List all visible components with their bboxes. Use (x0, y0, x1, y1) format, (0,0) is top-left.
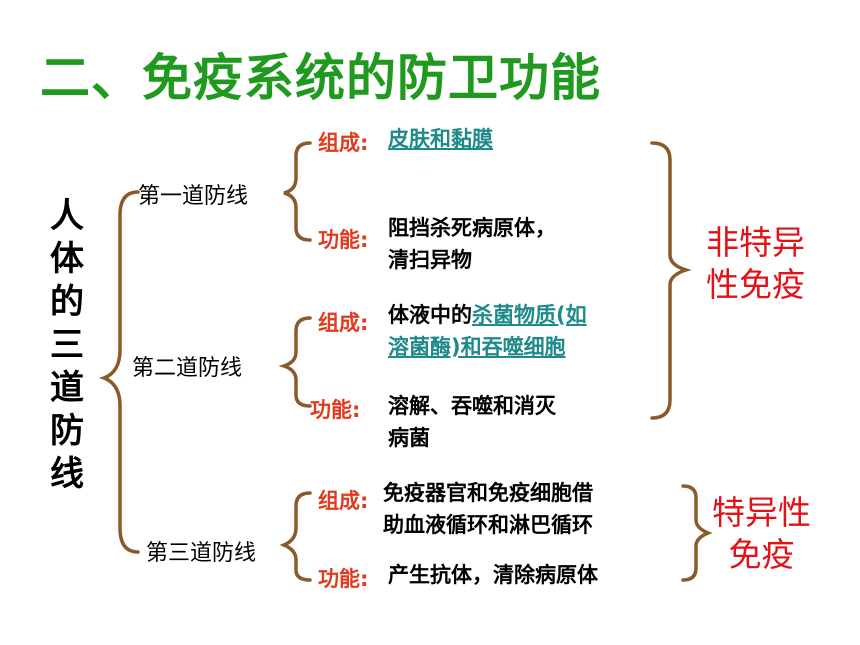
line-3-function-label: 功能: (318, 567, 369, 591)
line-2-name: 第二道防线 (132, 356, 243, 381)
line-3-name: 第三道防线 (146, 541, 257, 566)
nonspecific-immunity-label: 非特异 性免疫 (706, 222, 805, 306)
line-2-composition-plain: 体液中的 (388, 303, 472, 327)
line-2-function-label: 功能: (310, 398, 361, 422)
line-2-function-text-1: 溶解、吞噬和消灭 (388, 394, 556, 418)
defense-lines-vertical-label: 人 体 的 三 道 防 线 (47, 195, 87, 496)
main-brace (99, 190, 140, 554)
line-2-composition-link-1[interactable]: 杀菌物质(如 (472, 303, 587, 327)
line-2-composition-text-1: 体液中的杀菌物质(如 (388, 300, 587, 331)
line-2-function-text-2: 病菌 (388, 426, 430, 450)
vertical-char: 道 (50, 368, 84, 408)
vertical-char: 人 (50, 196, 84, 236)
line3-brace (279, 491, 312, 582)
nonspecific-line-2: 性免疫 (706, 265, 805, 304)
vertical-char: 线 (50, 454, 84, 494)
line-1-composition-label: 组成: (318, 131, 369, 155)
line-3-function-text-1: 产生抗体，清除病原体 (388, 563, 598, 587)
vertical-char: 体 (50, 239, 84, 279)
line-3-composition-text-1: 免疫器官和免疫细胞借 (383, 481, 593, 505)
line2-brace (278, 316, 312, 408)
line-1-composition-text[interactable]: 皮肤和黏膜 (388, 127, 493, 151)
line-2-composition-link-2[interactable]: 溶菌酶)和吞噬细胞 (388, 335, 566, 359)
specific-line-1: 特异性 (712, 493, 811, 532)
nonspecific-brace (650, 141, 692, 420)
line-1-function-label: 功能: (318, 228, 369, 252)
line1-brace (283, 141, 312, 242)
line-1-name: 第一道防线 (138, 184, 249, 209)
page-title: 二、免疫系统的防卫功能 (40, 49, 601, 107)
vertical-char: 三 (50, 325, 84, 365)
vertical-char: 的 (50, 282, 84, 322)
specific-immunity-label: 特异性 免疫 (712, 492, 811, 576)
line-2-composition-label: 组成: (318, 311, 369, 335)
nonspecific-line-1: 非特异 (706, 223, 805, 262)
specific-brace (681, 484, 713, 582)
line-1-function-text-1: 阻挡杀死病原体， (388, 216, 556, 240)
specific-line-2: 免疫 (728, 535, 795, 574)
line-3-composition-label: 组成: (318, 489, 369, 513)
line-1-function-text-2: 清扫异物 (388, 248, 472, 272)
line-3-composition-text-2: 助血液循环和淋巴循环 (383, 513, 593, 537)
vertical-char: 防 (50, 411, 84, 451)
